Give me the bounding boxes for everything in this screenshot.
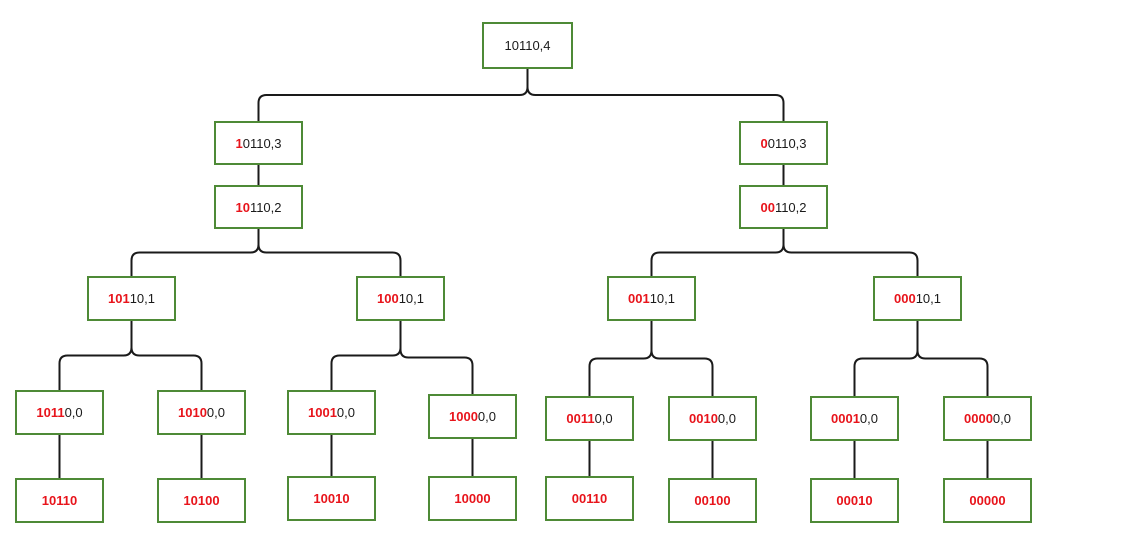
node-highlight-prefix: 10110 xyxy=(41,493,78,508)
node-label: 0110,3 xyxy=(242,135,282,151)
node-highlight-prefix: 1001 xyxy=(308,405,337,420)
node-label: 0,0 xyxy=(336,405,355,420)
tree-edge-l2-to-100 xyxy=(257,229,402,276)
tree-edge-root-to-l3 xyxy=(257,69,529,121)
node-highlight-prefix: 0000 xyxy=(964,411,993,426)
node-highlight-prefix: 00 xyxy=(760,199,775,215)
tree-edge-001-to-0011 xyxy=(588,321,653,396)
node-highlight-prefix: 100 xyxy=(376,291,399,306)
tree-edge-r2-to-001 xyxy=(650,229,785,276)
node-highlight-prefix: 0010 xyxy=(689,411,718,426)
node-highlight-prefix: 000 xyxy=(893,291,916,306)
node-label: 10,1 xyxy=(915,291,941,306)
node-label: 0110,3 xyxy=(767,135,807,151)
node-highlight-prefix: 101 xyxy=(107,291,130,306)
tree-node-10100: 10100 xyxy=(157,478,246,523)
tree-edge-r2-to-000 xyxy=(782,229,919,276)
node-highlight-prefix: 1011 xyxy=(36,405,65,420)
tree-node-00010: 00010 xyxy=(810,478,899,523)
tree-node-root: 10110,4 xyxy=(482,22,573,69)
tree-edge-001-to-0010 xyxy=(650,321,714,396)
node-label: 0,0 xyxy=(64,405,83,420)
node-highlight-prefix: 00010 xyxy=(836,493,873,508)
node-highlight-prefix: 1000 xyxy=(449,409,478,424)
node-highlight-prefix: 1010 xyxy=(178,405,207,420)
tree-edge-l2-to-101 xyxy=(130,229,260,276)
node-highlight-prefix: 0 xyxy=(760,135,768,151)
node-highlight-prefix: 10010 xyxy=(313,491,350,506)
node-highlight-prefix: 10100 xyxy=(183,493,220,508)
tree-node-10010: 10010 xyxy=(287,476,376,521)
tree-edge-root-to-r3 xyxy=(526,69,785,121)
node-label: 0,0 xyxy=(477,409,496,424)
node-highlight-prefix: 0011 xyxy=(566,411,595,426)
tree-edge-000-to-0001 xyxy=(853,321,919,396)
node-label: 0,0 xyxy=(859,411,878,426)
node-label: 0,0 xyxy=(717,411,736,426)
tree-node-00000: 00000 xyxy=(943,478,1032,523)
tree-edge-100-to-1000 xyxy=(399,321,474,394)
node-highlight-prefix: 0001 xyxy=(831,411,860,426)
tree-edge-101-to-1010 xyxy=(130,321,203,390)
node-highlight-prefix: 10 xyxy=(235,199,250,215)
node-highlight-prefix: 1 xyxy=(235,135,243,151)
node-highlight-prefix: 00110 xyxy=(571,491,608,506)
tree-node-00110: 00110 xyxy=(545,476,634,521)
node-label: 110,2 xyxy=(249,199,282,215)
node-label: 10,1 xyxy=(129,291,155,306)
node-label: 0,0 xyxy=(206,405,225,420)
node-label: 0,0 xyxy=(992,411,1011,426)
node-label: 10,1 xyxy=(398,291,424,306)
node-label: 0,0 xyxy=(594,411,613,426)
tree-node-00100: 00100 xyxy=(668,478,757,523)
node-label: 110,2 xyxy=(774,199,807,215)
tree-edge-100-to-1001 xyxy=(330,321,402,390)
node-label: 10110,4 xyxy=(504,38,551,53)
tree-edge-101-to-1011 xyxy=(58,321,133,390)
node-highlight-prefix: 00100 xyxy=(694,493,731,508)
tree-node-10110: 10110 xyxy=(15,478,104,523)
tree-node-10000: 10000 xyxy=(428,476,517,521)
node-label: 10,1 xyxy=(649,291,675,306)
tree-edge-000-to-0000 xyxy=(916,321,989,396)
node-highlight-prefix: 00000 xyxy=(969,493,1006,508)
node-highlight-prefix: 10000 xyxy=(454,491,491,506)
node-highlight-prefix: 001 xyxy=(627,291,650,306)
